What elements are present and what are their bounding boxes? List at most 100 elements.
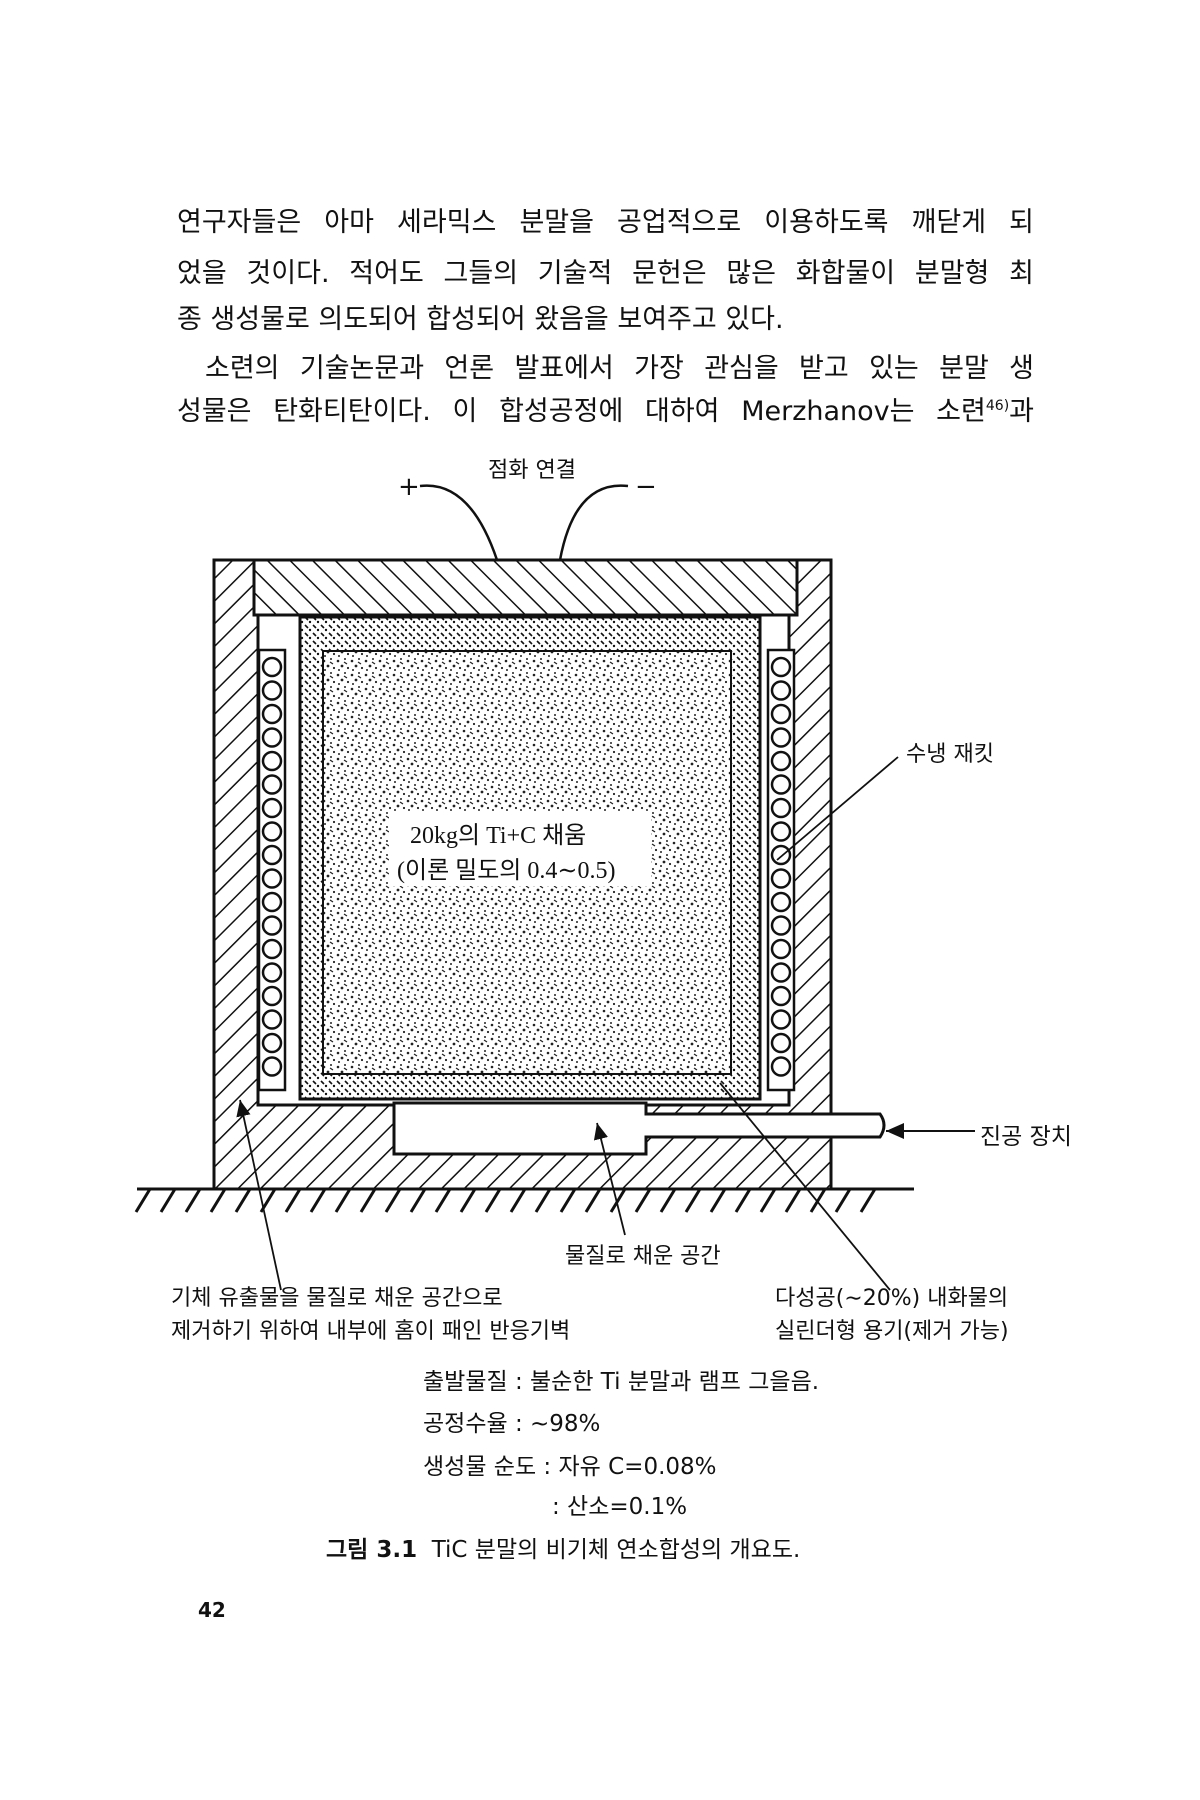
ground-hatch xyxy=(409,1188,427,1213)
body-line-3: 종 생성물로 의도되어 합성되어 왔음을 보여주고 있다. xyxy=(177,304,784,335)
ground-hatch xyxy=(509,1188,527,1213)
charge-label-line1: 20kg의 Ti+C 채움 xyxy=(410,823,587,849)
wire-minus xyxy=(558,484,629,561)
process-yield: 공정수율 : ∼98% xyxy=(423,1411,601,1437)
ground-hatch xyxy=(584,1188,602,1213)
plus-terminal: + xyxy=(398,472,420,502)
charge-label-line2: (이론 밀도의 0.4∼0.5) xyxy=(397,858,616,884)
coil-turn xyxy=(261,985,283,1007)
groove-wall-caption-1: 기체 유출물을 물질로 채운 공간으로 xyxy=(171,1286,503,1311)
refractory-caption-1: 다성공(∼20%) 내화물의 xyxy=(775,1286,1009,1311)
coil-turn xyxy=(261,750,283,772)
ground-hatch xyxy=(159,1188,177,1213)
ground-hatch xyxy=(359,1188,377,1213)
ground-hatch xyxy=(134,1188,152,1213)
starting-material: 출발물질 : 불순한 Ti 분말과 램프 그을음. xyxy=(423,1369,820,1395)
coil-turn xyxy=(770,680,792,701)
leader-refractory xyxy=(719,1082,891,1291)
coil-turn xyxy=(770,656,792,678)
vacuum-label: 진공 장치 xyxy=(980,1124,1072,1150)
body-line-5: 성물은 탄화티탄이다. 이 합성공정에 대하여 Merzhanov는 소련46)… xyxy=(177,389,1034,428)
body-line-1: 연구자들은 아마 세라믹스 분말을 공업적으로 이용하도록 깨닫게 되 xyxy=(177,207,1034,238)
coil-turn xyxy=(770,962,792,983)
coil-turn xyxy=(261,797,283,819)
ground-hatch xyxy=(759,1188,777,1213)
coil-turn xyxy=(770,727,792,748)
wire-plus xyxy=(419,484,499,561)
filled-space-chamber xyxy=(392,1101,886,1156)
ground-hatch xyxy=(634,1188,652,1213)
ground-hatch xyxy=(684,1188,702,1213)
coil-turn xyxy=(770,1032,792,1054)
coil-turn xyxy=(261,915,283,936)
reactor-lid xyxy=(252,558,799,617)
ground-hatch xyxy=(284,1188,302,1213)
figure-caption-text: TiC 분말의 비기체 연소합성의 개요도. xyxy=(431,1537,801,1563)
body-line-4: 소련의 기술논문과 언론 발표에서 가장 관심을 받고 있는 분말 생 xyxy=(205,353,1034,384)
coil-turn xyxy=(770,774,792,795)
coil-turn xyxy=(770,703,792,725)
coil-turn xyxy=(770,844,792,866)
groove-wall-caption-2: 제거하기 위하여 내부에 홈이 패인 반응기벽 xyxy=(171,1319,571,1344)
coil-turn xyxy=(770,985,792,1007)
refractory-caption-2: 실린더형 용기(제거 가능) xyxy=(775,1319,1009,1344)
ground-hatch xyxy=(709,1188,727,1213)
filled-space-label: 물질로 채운 공간 xyxy=(565,1244,721,1269)
reference-mark: 46) xyxy=(985,398,1010,414)
ground-hatch xyxy=(484,1188,502,1213)
ground-hatch xyxy=(859,1188,877,1213)
ground-hatch xyxy=(734,1188,752,1213)
coil-turn xyxy=(261,938,283,960)
ground-hatch xyxy=(434,1188,452,1213)
ground-hatch xyxy=(784,1188,802,1213)
ignition-label: 점화 연결 xyxy=(488,458,576,483)
coil-turn xyxy=(770,938,792,960)
product-purity: 생성물 순도 : 자유 C=0.08% xyxy=(423,1454,717,1480)
leader-cooling-jacket xyxy=(776,756,899,861)
coil-turn xyxy=(261,1009,283,1030)
coil-turn xyxy=(770,821,792,842)
coil-turn xyxy=(261,962,283,983)
coil-turn xyxy=(770,891,792,913)
coil-turn xyxy=(770,1009,792,1030)
ground-hatch xyxy=(334,1188,352,1213)
body-line-5-text: 성물은 탄화티탄이다. 이 합성공정에 대하여 Merzhanov는 소련 xyxy=(177,396,986,427)
ground-hatch xyxy=(209,1188,227,1213)
ground-hatch xyxy=(809,1188,827,1213)
ground-hatch xyxy=(184,1188,202,1213)
coil-turn xyxy=(261,868,283,889)
ground-hatch xyxy=(309,1188,327,1213)
ground-hatch xyxy=(659,1188,677,1213)
coil-turn xyxy=(261,680,283,701)
body-line-5-suffix: 과 xyxy=(1009,396,1034,427)
ground-hatch xyxy=(459,1188,477,1213)
arrow-filled-space xyxy=(593,1122,626,1236)
coil-turn xyxy=(261,703,283,725)
oxygen-content: : 산소=0.1% xyxy=(552,1494,688,1520)
coil-turn xyxy=(261,774,283,795)
ground-hatch xyxy=(384,1188,402,1213)
coil-turn xyxy=(261,844,283,866)
ground-hatch xyxy=(234,1188,252,1213)
ground-hatch xyxy=(609,1188,627,1213)
coil-turn xyxy=(770,1056,792,1077)
minus-terminal: − xyxy=(635,472,657,502)
charge-label-box xyxy=(389,811,651,886)
page-number: 42 xyxy=(198,1598,226,1622)
ground-hatch xyxy=(834,1188,852,1213)
coil-turn xyxy=(770,915,792,936)
coil-turn xyxy=(770,797,792,819)
figure-number: 그림 3.1 xyxy=(326,1537,418,1563)
cooling-coils xyxy=(257,648,796,1092)
ground-hatch xyxy=(559,1188,577,1213)
coil-turn xyxy=(770,868,792,889)
coil-turn xyxy=(261,821,283,842)
coil-turn xyxy=(261,656,283,678)
cooling-jacket-label: 수냉 재킷 xyxy=(906,742,994,767)
ground-hatch xyxy=(534,1188,552,1213)
coil-turn xyxy=(261,891,283,913)
coil-turn xyxy=(261,1032,283,1054)
leader-groove-wall xyxy=(236,1099,282,1291)
figure-caption: 그림 3.1 TiC 분말의 비기체 연소합성의 개요도. xyxy=(326,1530,800,1564)
